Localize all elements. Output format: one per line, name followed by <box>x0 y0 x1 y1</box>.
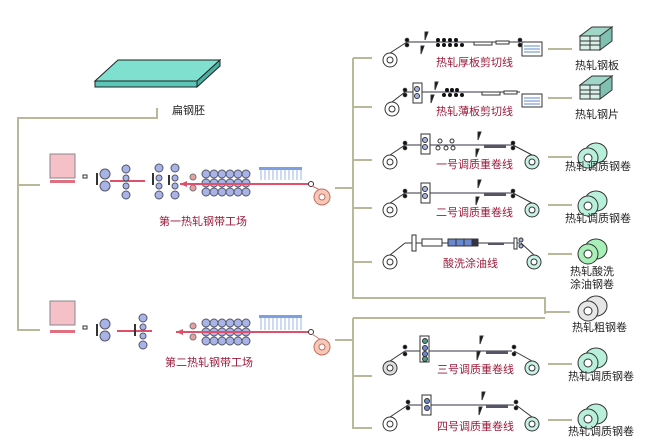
line-4-label: 二号调质重卷线 <box>436 206 513 219</box>
slab-label: 扁钢胚 <box>172 104 205 117</box>
connector-mill2-branch <box>352 317 545 429</box>
coil-icon <box>577 190 608 217</box>
product-3-label: 热轧调质钢卷 <box>565 160 631 173</box>
mill2-equipment <box>49 300 331 356</box>
mill1-label: 第一热轧钢带工场 <box>159 215 247 228</box>
line-1-label: 热轧厚板剪切线 <box>436 56 513 69</box>
product-4-label: 热轧调质钢卷 <box>565 212 631 225</box>
steel-plate-stack-icon <box>578 26 614 51</box>
line-8-label: 四号调质重卷线 <box>437 420 514 433</box>
connector-mill1-branch <box>352 58 546 314</box>
product-5-label: 热轧酸洗 涂油钢卷 <box>570 265 614 291</box>
steel-sheet-stack-icon <box>578 75 614 100</box>
processing-lines <box>382 31 543 432</box>
product-1-label: 热轧钢板 <box>575 59 619 72</box>
coil-icon <box>577 238 608 265</box>
mill1-equipment <box>49 153 331 206</box>
line-2-equipment <box>384 81 543 117</box>
line-4-equipment <box>382 179 540 218</box>
product-7-label: 热轧调质钢卷 <box>568 370 634 383</box>
slab-icon <box>93 58 222 89</box>
product-8-label: 热轧调质钢卷 <box>568 425 634 438</box>
coil-icon <box>577 295 608 322</box>
coil-icon <box>577 142 608 169</box>
line-5-label: 酸洗涂油线 <box>443 257 498 270</box>
line-8-equipment <box>382 391 540 432</box>
product-icons <box>577 26 614 430</box>
line-3-label: 一号调质重卷线 <box>436 158 513 171</box>
connectors <box>17 48 572 429</box>
product-6-label: 热轧粗钢卷 <box>572 321 627 334</box>
line-2-label: 热轧薄板剪切线 <box>436 105 513 118</box>
mill2-stand-rolls <box>201 318 251 346</box>
line-5-equipment <box>382 234 542 270</box>
line-1-equipment <box>382 31 543 68</box>
coil-icon <box>577 347 608 374</box>
connector-products <box>548 48 572 421</box>
connector-mill1-lines <box>353 57 372 263</box>
mill2-label: 第二热轧钢带工场 <box>165 356 253 369</box>
product-2-label: 热轧钢片 <box>575 108 619 121</box>
line-7-label: 三号调质重卷线 <box>437 363 514 376</box>
line-7-equipment <box>382 335 540 376</box>
coil-icon <box>577 403 608 430</box>
line-3-equipment <box>382 131 540 170</box>
connector-slab-to-mills <box>17 108 158 331</box>
